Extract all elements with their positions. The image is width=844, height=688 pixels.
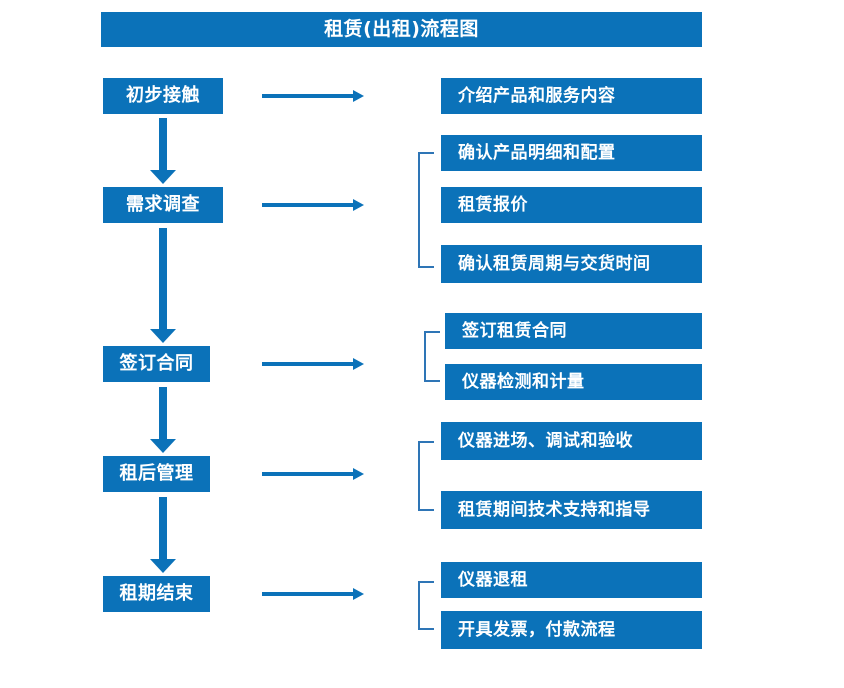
detail-box-8[interactable]: 租赁期间技术支持和指导 [441,491,702,529]
down-arrow-2 [150,228,176,343]
right-arrow-4-shaft [262,472,353,476]
right-arrow-2-shaft [262,203,353,207]
detail-box-7[interactable]: 仪器进场、调试和验收 [441,422,702,460]
stage-box-2[interactable]: 需求调查 [103,187,223,223]
down-arrow-2-head [150,329,176,343]
diagram-title: 租赁(出租)流程图 [101,12,702,47]
detail-box-3[interactable]: 租赁报价 [441,187,702,223]
right-arrow-3 [262,354,364,374]
detail-box-5[interactable]: 签订租赁合同 [445,313,702,349]
right-arrow-2-head [353,199,364,211]
right-arrow-5 [262,584,364,604]
right-arrow-2 [262,195,364,215]
group-bracket-5 [418,581,434,630]
stage-box-3[interactable]: 签订合同 [103,346,210,382]
group-bracket-3 [424,331,440,382]
down-arrow-3-head [150,439,176,453]
down-arrow-1 [150,118,176,184]
down-arrow-3-shaft [159,387,167,439]
right-arrow-1 [262,86,364,106]
detail-box-2[interactable]: 确认产品明细和配置 [441,135,702,171]
down-arrow-2-shaft [159,228,167,329]
detail-box-6[interactable]: 仪器检测和计量 [445,364,702,400]
right-arrow-3-head [353,358,364,370]
stage-box-1[interactable]: 初步接触 [103,78,223,114]
right-arrow-1-head [353,90,364,102]
detail-box-4[interactable]: 确认租赁周期与交货时间 [441,245,702,283]
right-arrow-5-shaft [262,592,353,596]
down-arrow-3 [150,387,176,453]
detail-box-1[interactable]: 介绍产品和服务内容 [441,78,702,114]
right-arrow-4-head [353,468,364,480]
group-bracket-2 [418,152,434,268]
down-arrow-4 [150,497,176,573]
down-arrow-1-head [150,170,176,184]
down-arrow-1-shaft [159,118,167,170]
detail-box-10[interactable]: 开具发票，付款流程 [441,611,702,649]
detail-box-9[interactable]: 仪器退租 [441,562,702,598]
stage-box-4[interactable]: 租后管理 [103,456,210,492]
down-arrow-4-head [150,559,176,573]
group-bracket-4 [418,441,434,511]
down-arrow-4-shaft [159,497,167,559]
right-arrow-1-shaft [262,94,353,98]
right-arrow-3-shaft [262,362,353,366]
right-arrow-4 [262,464,364,484]
right-arrow-5-head [353,588,364,600]
stage-box-5[interactable]: 租期结束 [103,576,210,612]
